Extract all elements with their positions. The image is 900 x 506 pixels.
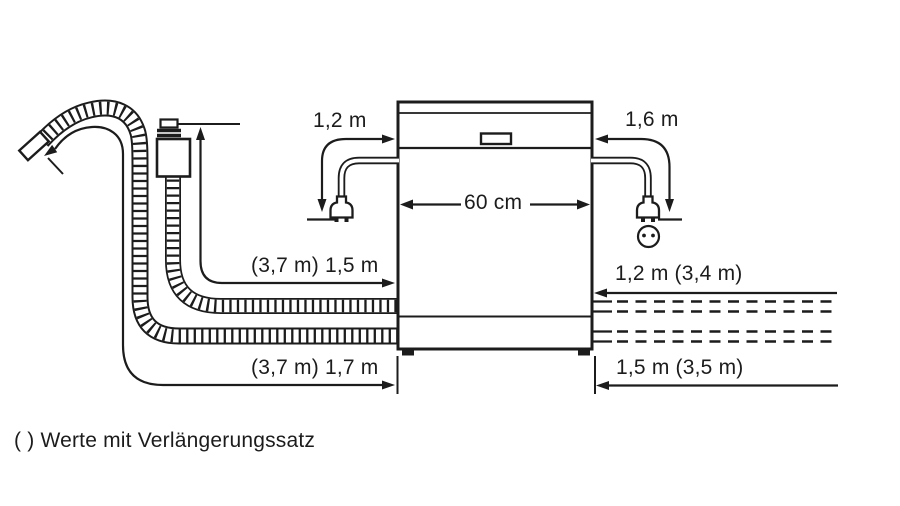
label-right-lower-length: 1,5 m (3,5 m) <box>616 356 744 379</box>
power-cord-right <box>591 156 652 198</box>
drain-hose-icon <box>17 99 399 345</box>
label-power-cord-left: 1,2 m <box>313 109 367 132</box>
right-hose-stubs <box>593 300 612 343</box>
cord-right-dimension <box>595 134 682 221</box>
drain-hose-end-cap <box>17 130 51 162</box>
label-power-cord-right: 1,6 m <box>625 108 679 131</box>
right-lower-dimension <box>596 381 838 390</box>
power-plug-icon <box>635 195 661 222</box>
foot-left <box>402 349 414 356</box>
label-supply-hose-length: (3,7 m) 1,5 m <box>251 254 379 277</box>
dimension-extension-ticks <box>396 356 596 394</box>
dishwasher-outline <box>396 100 594 356</box>
foot-right <box>578 349 590 356</box>
label-drain-hose-length: (3,7 m) 1,7 m <box>251 356 379 379</box>
power-plug-icon <box>329 195 354 222</box>
power-socket-icon <box>636 224 661 249</box>
caption-extension-values: ( ) Werte mit Verlängerungssatz <box>14 429 316 452</box>
extension-dashed-lines <box>617 300 838 343</box>
right-upper-dimension <box>594 288 837 298</box>
width-dimension <box>400 199 590 210</box>
supply-hose-icon <box>165 172 399 314</box>
aquastop-valve-icon <box>155 118 192 178</box>
cord-left-dimension <box>307 134 395 221</box>
drain-hose-dimension <box>44 125 395 390</box>
label-appliance-width: 60 cm <box>464 191 523 214</box>
supply-hose-dimension <box>196 127 395 288</box>
label-right-upper-length: 1,2 m (3,4 m) <box>615 262 743 285</box>
power-cord-left <box>337 156 399 198</box>
door-handle-icon <box>479 132 513 146</box>
